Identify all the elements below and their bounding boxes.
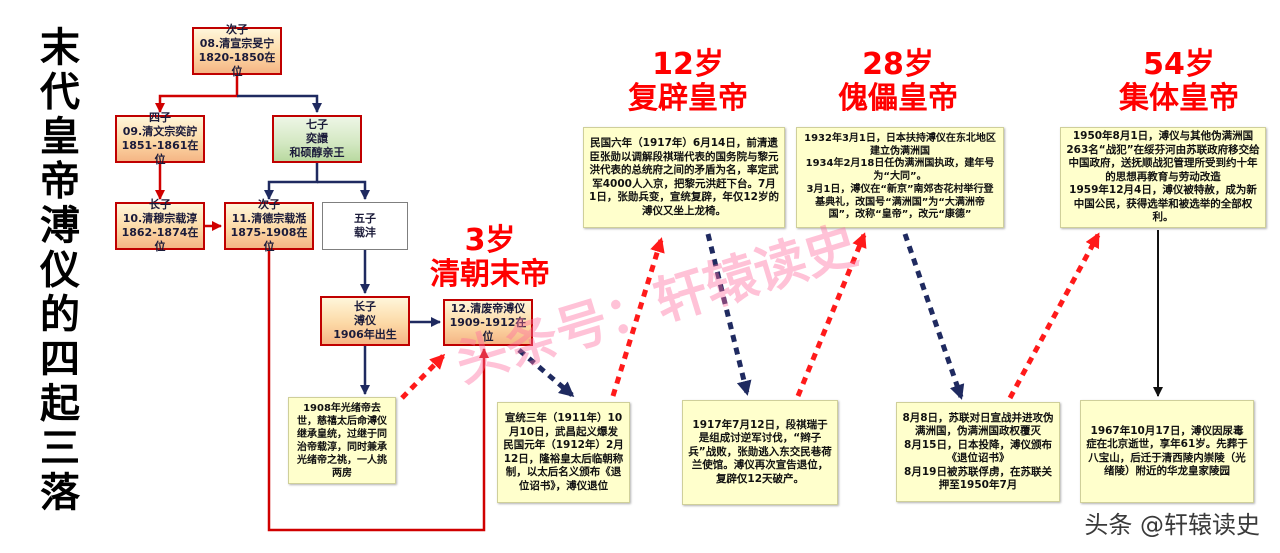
fall-arrow-3: [902, 233, 965, 400]
reign-years: 1875-1908在位: [230, 226, 308, 253]
connector-yixuan-to-zaifeng: [317, 180, 370, 200]
note-text: 3月1日，溥仪在“新京”南郊杏花村举行登基典礼，改国号“满洲国”为“大满洲帝国”…: [806, 183, 994, 221]
rank: 五子: [354, 212, 376, 225]
note-death: 1967年10月17日，溥仪因尿毒症在北京逝世，享年61岁。先葬于八宝山，后迁于…: [1080, 400, 1254, 503]
box-zaifeng: 五子 载沣: [322, 202, 408, 250]
emperor-name: 10.清穆宗载淳: [122, 212, 198, 225]
rise-arrow-3: [795, 232, 867, 397]
stage-heading-3: 3岁 清朝末帝: [410, 224, 570, 292]
box-xianfeng: 四子 09.清文宗奕詝 1851-1861在位: [115, 111, 205, 166]
note-citizen: 1950年8月1日，溥仪与其他伪满洲国263名“战犯”在绥芬河由苏联政府移交给中…: [1060, 127, 1266, 228]
connector-daoguang-to-xianfeng: [155, 75, 239, 113]
note-text: 1950年8月1日，溥仪与其他伪满洲国263名“战犯”在绥芬河由苏联政府移交给中…: [1066, 130, 1260, 183]
note-text: 民国元年（1912年）2月12日，隆裕皇太后临朝称制，以太后名义颁布《退位诏书》…: [503, 439, 624, 492]
note-text: 8月15日，日本投降，溥仪颁布《退位诏书》: [904, 438, 1052, 465]
note-text: 1932年3月1日，日本扶持溥仪在东北地区建立伪满洲国: [804, 132, 996, 157]
rank: 次子: [258, 198, 280, 211]
stage-heading-12: 12岁 复辟皇帝: [608, 48, 768, 116]
box-xuantong: 12.清废帝溥仪 1909-1912在位: [443, 299, 533, 346]
stage-age: 3岁: [464, 223, 516, 258]
note-text: 1934年2月18日任伪满洲国执政，建年号为“大同”。: [805, 158, 995, 183]
note-restoration-1917: 民国六年（1917年）6月14日，前清遗臣张勋以调解段祺瑞代表的国务院与黎元洪代…: [583, 127, 785, 228]
stage-heading-28: 28岁 傀儡皇帝: [818, 48, 978, 116]
reign-years: 1851-1861在位: [121, 139, 199, 166]
person-name: 载沣: [354, 226, 376, 239]
note-restoration-end: 1917年7月12日，段祺瑞于是组成讨逆军讨伐，“辫子兵”战败，张勋逃入东交民巷…: [682, 400, 838, 505]
rank: 七子: [306, 118, 328, 131]
fall-arrow-1: [517, 348, 575, 397]
note-text: 宣统三年（1911年）10月10日，武昌起义爆发: [504, 412, 623, 438]
person-name: 溥仪: [354, 314, 376, 327]
connector-guangxu-to-xuantong: [267, 250, 489, 532]
stage-heading-54: 54岁 集体皇帝: [1099, 48, 1259, 116]
box-tongzhi: 长子 10.清穆宗载淳 1862-1874在位: [115, 198, 205, 253]
stage-label: 复辟皇帝: [628, 81, 748, 116]
stage-age: 54岁: [1143, 47, 1215, 82]
reign-years: 1820-1850在位: [198, 51, 276, 78]
note-text: 民国六年（1917年）6月14日，前清遗臣张勋以调解段祺瑞代表的国务院与黎元洪代…: [589, 137, 779, 217]
box-guangxu: 次子 11.清德宗载湉 1875-1908在位: [224, 198, 314, 253]
emperor-name: 11.清德宗载湉: [231, 212, 307, 225]
rank: 长子: [354, 300, 376, 313]
rank: 次子: [226, 23, 248, 36]
emperor-name: 12.清废帝溥仪: [450, 301, 526, 315]
birth-year: 1906年出生: [333, 328, 397, 341]
stage-label: 集体皇帝: [1119, 81, 1239, 116]
note-manchukuo-end: 8月8日，苏联对日宣战并进攻伪满洲国，伪满洲国政权覆灭 8月15日，日本投降，溥…: [896, 402, 1060, 502]
noble-title: 和硕醇亲王: [289, 146, 345, 159]
note-text: 1917年7月12日，段祺瑞于是组成讨逆军讨伐，“辫子兵”战败，张勋逃入东交民巷…: [688, 418, 832, 485]
box-daoguang: 次子 08.清宣宗旻宁 1820-1850在位: [192, 23, 282, 78]
note-text: 1967年10月17日，溥仪因尿毒症在北京逝世，享年61岁。先葬于八宝山，后迁于…: [1086, 424, 1248, 478]
note-abdication-1912: 宣统三年（1911年）10月10日，武昌起义爆发 民国元年（1912年）2月12…: [497, 402, 630, 503]
page-title: 末代皇帝溥仪的四起三落: [33, 26, 79, 516]
stage-age: 12岁: [652, 47, 724, 82]
fall-arrow-2: [705, 233, 752, 396]
reign-years: 1862-1874在位: [121, 226, 199, 253]
note-text: 8月19日被苏联俘虏，在苏联关押至1950年7月: [904, 465, 1052, 492]
stage-age: 28岁: [862, 47, 934, 82]
emperor-name: 08.清宣宗旻宁: [199, 37, 275, 50]
rise-arrow-1: [400, 353, 446, 400]
rank: 四子: [149, 111, 171, 124]
stage-label: 傀儡皇帝: [838, 81, 958, 116]
reign-years: 1909-1912在位: [449, 315, 527, 343]
note-succession-1908: 1908年光绪帝去世，慈禧太后命溥仪继承皇统，过继于同治帝载淳，同时兼承光绪帝之…: [288, 397, 396, 484]
note-text: 1908年光绪帝去世，慈禧太后命溥仪继承皇统，过继于同治帝载淳，同时兼承光绪帝之…: [297, 402, 387, 479]
connector-yixuan-to-guangxu: [264, 163, 319, 200]
note-text: 1959年12月4日，溥仪被特赦，成为新中国公民，获得选举和被选举的全部权利。: [1069, 184, 1257, 224]
rise-arrow-2: [610, 237, 665, 397]
stage-label: 清朝末帝: [430, 257, 550, 292]
note-text: 8月8日，苏联对日宣战并进攻伪满洲国，伪满洲国政权覆灭: [902, 411, 1054, 438]
footer-credit: 头条 @轩辕读史: [1084, 511, 1260, 539]
box-yixuan: 七子 奕譞 和硕醇亲王: [272, 115, 362, 163]
connector-daoguang-to-yixuan: [237, 94, 322, 113]
note-manchukuo: 1932年3月1日，日本扶持溥仪在东北地区建立伪满洲国 1934年2月18日任伪…: [796, 127, 1004, 228]
rise-arrow-4: [1007, 232, 1101, 400]
person-name: 奕譞: [306, 132, 328, 145]
box-puyi: 长子 溥仪 1906年出生: [320, 296, 410, 346]
emperor-name: 09.清文宗奕詝: [122, 125, 198, 138]
rank: 长子: [149, 198, 171, 211]
